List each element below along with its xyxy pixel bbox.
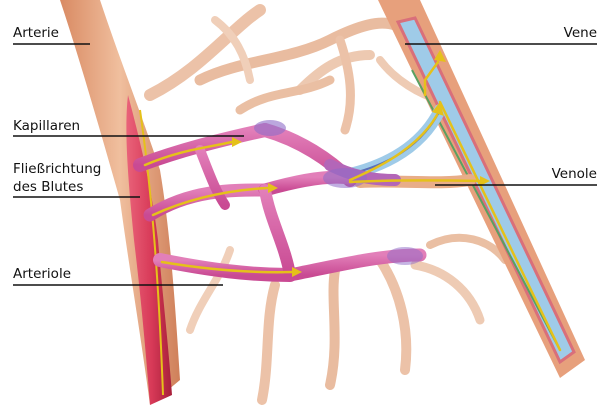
- label-kapillaren: Kapillaren: [13, 118, 80, 135]
- label-vene: Vene: [564, 25, 597, 42]
- label-arterie: Arterie: [13, 25, 59, 42]
- label-fliessrichtung-line1: Fließrichtung: [13, 161, 101, 178]
- background-vessels: [150, 10, 505, 400]
- label-venole: Venole: [552, 166, 597, 183]
- label-arteriole: Arteriole: [13, 266, 71, 283]
- label-fliessrichtung-line2: des Blutes: [13, 179, 83, 196]
